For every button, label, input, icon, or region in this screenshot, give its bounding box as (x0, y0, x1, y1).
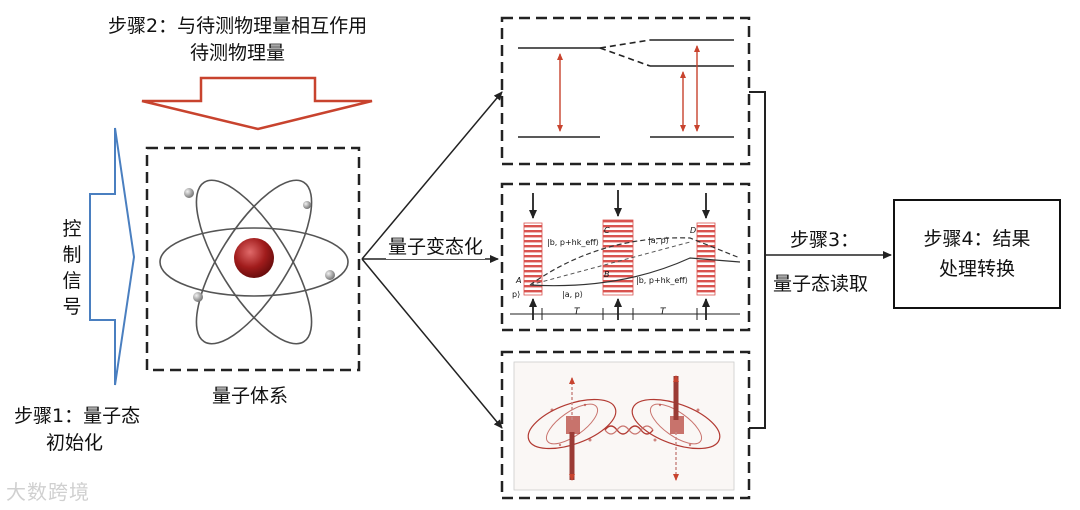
electron (184, 188, 194, 198)
watermark: 大数跨境 (6, 480, 90, 504)
branch-arrow-top (361, 91, 503, 260)
panel-spin-states (500, 350, 751, 500)
formula-label: p⟩ (512, 290, 521, 299)
branch-arrow-bottom (361, 258, 503, 429)
quantum-system-label: 量子体系 (212, 385, 289, 407)
period-label: T (574, 307, 580, 317)
control-signal-arrow (89, 127, 136, 386)
readout-bracket (749, 91, 766, 429)
spin-state-diagram (513, 361, 735, 491)
panel-energy-levels (500, 16, 751, 166)
quantum-system-box (145, 146, 361, 372)
panel-interferometer (500, 182, 751, 332)
state-change-label: 量子变态化 (386, 235, 486, 259)
formula-label: |a, p⟩ (648, 236, 669, 245)
electron (325, 270, 335, 280)
atom-icon (159, 179, 349, 345)
point-label: C (604, 226, 610, 235)
energy-level-diagram (518, 39, 734, 138)
step1-title: 步骤1：量子态 (14, 405, 141, 427)
point-label: B (604, 270, 610, 279)
result-processing-box: 步骤4：结果 处理转换 (893, 199, 1061, 309)
step3-subtitle: 量子态读取 (773, 273, 869, 295)
point-label: A (516, 276, 522, 285)
step1-subtitle: 初始化 (46, 432, 104, 454)
formula-label: |b, p+hk_eff⟩ (636, 276, 688, 285)
point-label: D (690, 226, 697, 235)
period-label: T (660, 307, 666, 317)
formula-label: |b, p+hk_eff⟩ (547, 238, 599, 247)
nucleus (234, 238, 274, 278)
measured-quantity-label: 待测物理量 (190, 42, 286, 64)
interferometer-diagram (510, 190, 741, 320)
step2-title: 步骤2：与待测物理量相互作用 (108, 15, 368, 37)
electron (193, 292, 203, 302)
step4-subtitle: 处理转换 (938, 258, 1015, 280)
step4-title: 步骤4：结果 (923, 228, 1031, 250)
control-signal-label: 控 制 信 号 (62, 218, 82, 318)
electron (303, 201, 311, 209)
step3-title: 步骤3： (790, 229, 860, 251)
formula-label: |a, p⟩ (562, 290, 583, 299)
interaction-down-arrow (141, 76, 373, 131)
